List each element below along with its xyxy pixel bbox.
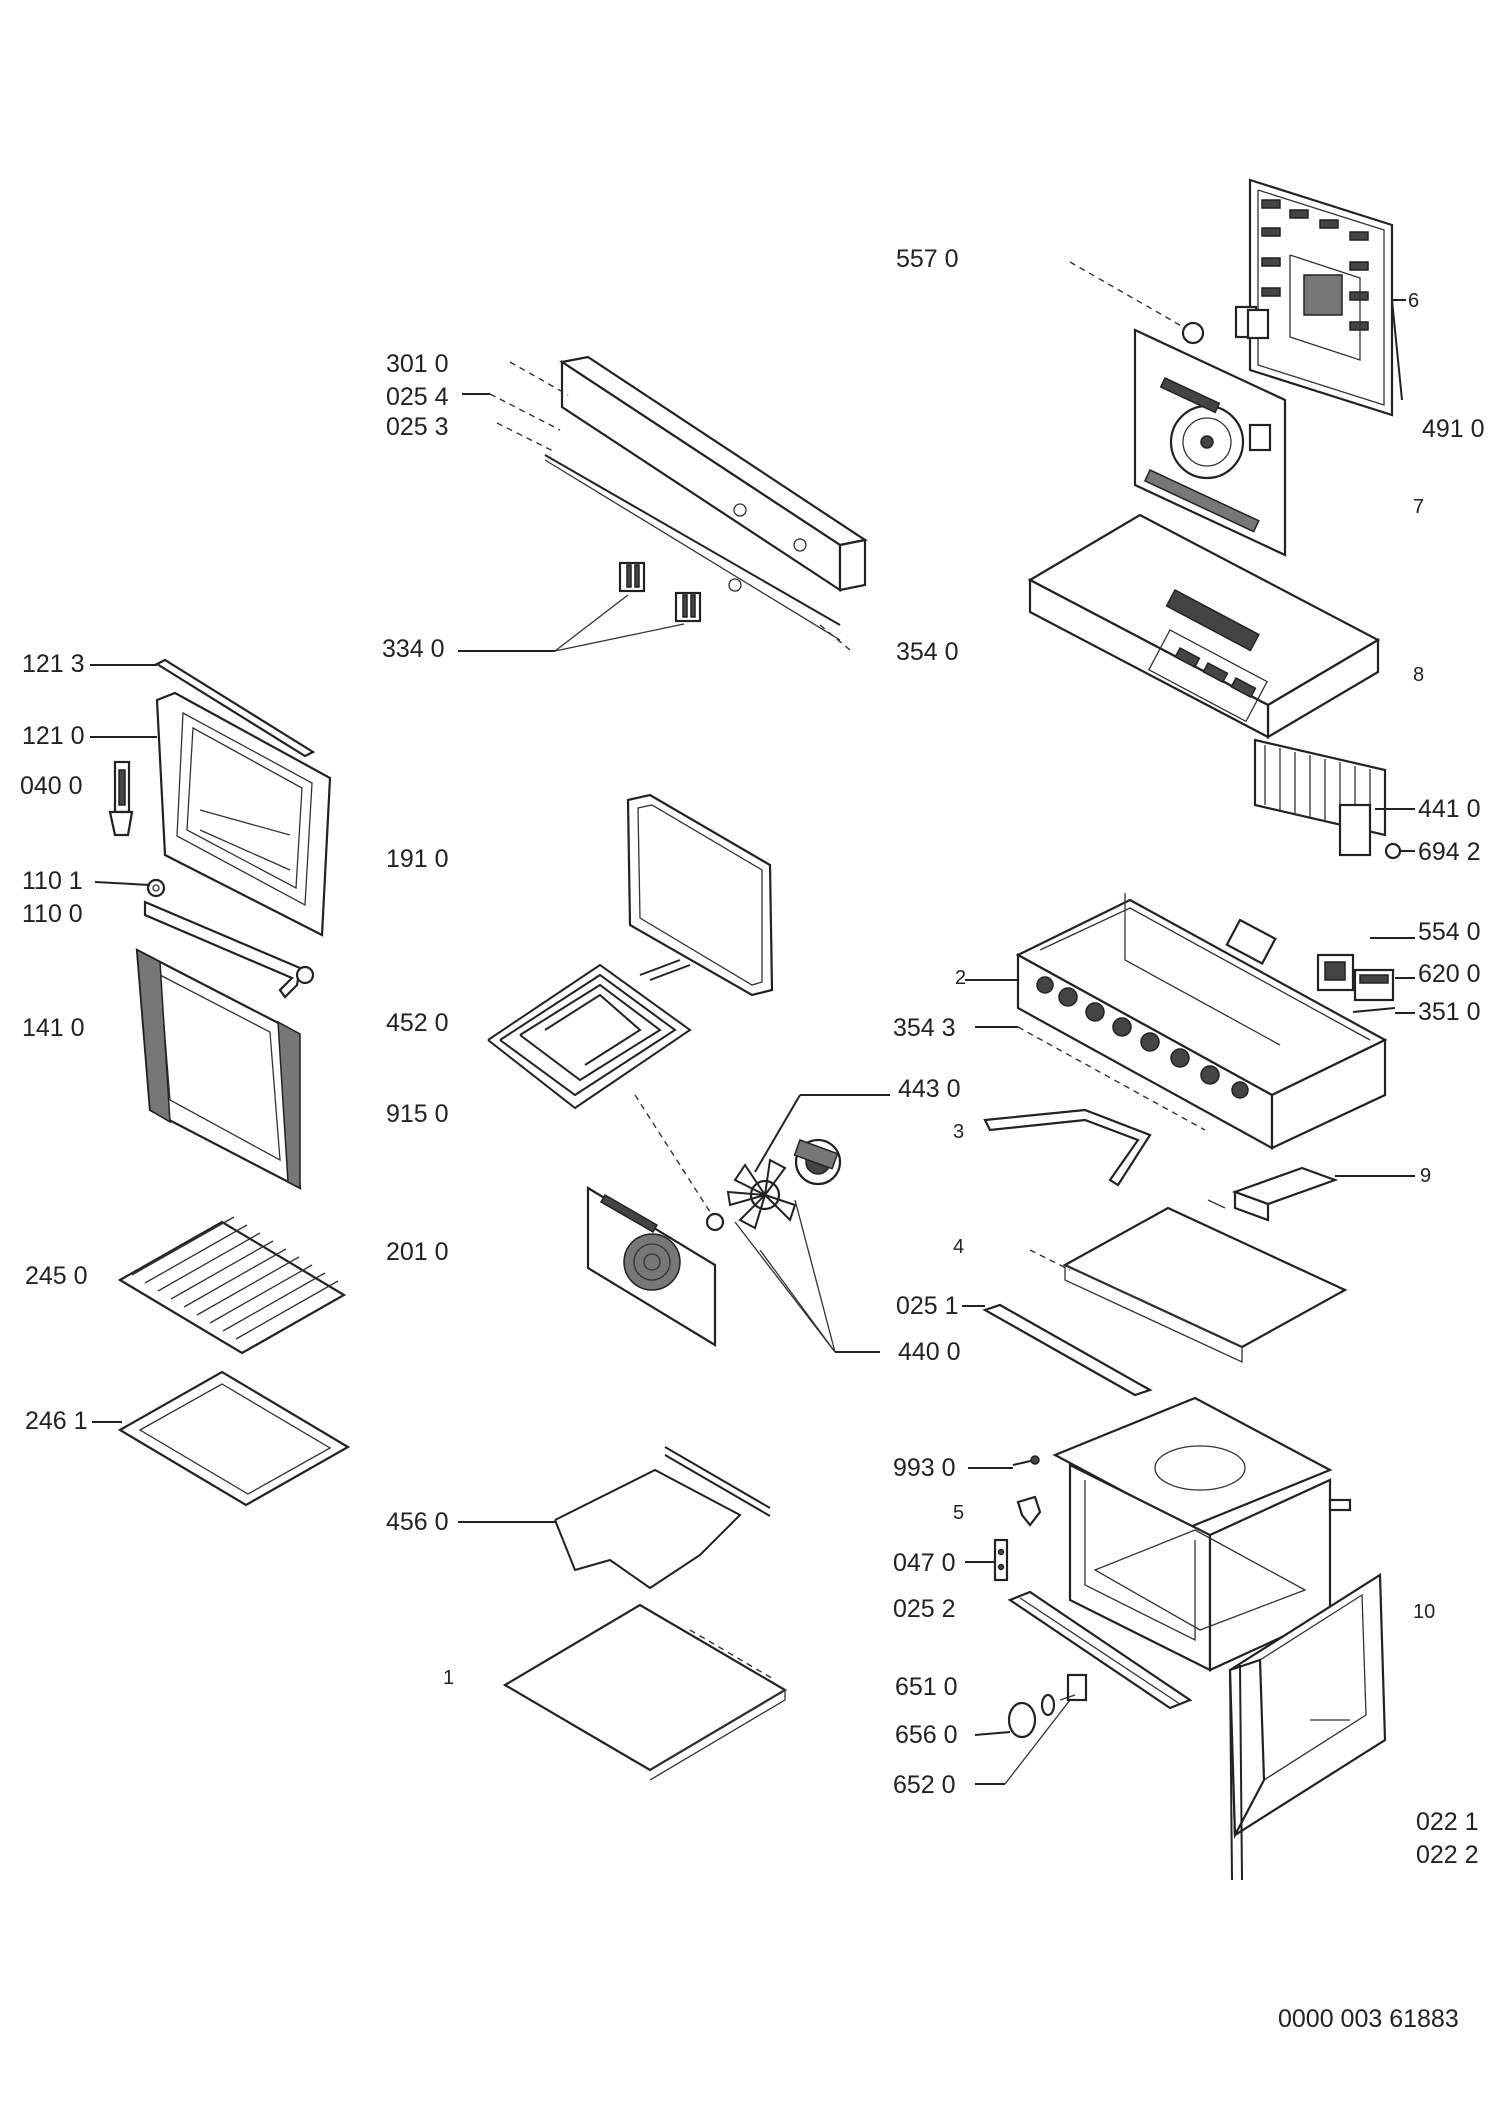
label-4: 4 (953, 1236, 965, 1258)
label-441-0: 441 0 (1418, 795, 1481, 823)
label-351-0: 351 0 (1418, 998, 1481, 1026)
label-993-0: 993 0 (893, 1454, 956, 1482)
front-frame-part (1228, 1573, 1387, 1881)
label-694-2: 694 2 (1418, 838, 1481, 866)
clip-part (1384, 842, 1402, 860)
control-panel-frame-part (1015, 893, 1388, 1150)
label-1: 1 (443, 1667, 455, 1689)
hinge-part (108, 760, 134, 837)
label-656-0: 656 0 (895, 1721, 958, 1749)
label-652-0: 652 0 (893, 1771, 956, 1799)
label-354-3: 354 3 (893, 1014, 956, 1042)
bottom-plate-part (502, 1603, 788, 1781)
label-456-0: 456 0 (386, 1508, 449, 1536)
side-strip-part (983, 1108, 1152, 1187)
label-022-2: 022 2 (1416, 1841, 1479, 1869)
label-121-0: 121 0 (22, 722, 85, 750)
rail-025-1-part (982, 1303, 1153, 1397)
lower-heating-element-part (554, 1446, 771, 1590)
label-557-0: 557 0 (896, 245, 959, 273)
label-443-0: 443 0 (898, 1075, 961, 1103)
bracket-047-part (993, 1538, 1009, 1582)
label-141-0: 141 0 (22, 1014, 85, 1042)
label-246-1: 246 1 (25, 1407, 88, 1435)
handle-part (143, 878, 315, 999)
label-554-0: 554 0 (1418, 918, 1481, 946)
label-651-0: 651 0 (895, 1673, 958, 1701)
label-110-0: 110 0 (22, 900, 83, 928)
wire-rack-part (117, 1216, 347, 1355)
label-334-0: 334 0 (382, 635, 445, 663)
label-025-1: 025 1 (896, 1292, 959, 1320)
screw-part (1012, 1455, 1040, 1466)
fan-blade-part (726, 1158, 797, 1230)
back-wall-part (1133, 328, 1287, 557)
rail-025-2-part (1007, 1590, 1193, 1710)
label-191-0: 191 0 (386, 845, 449, 873)
label-245-0: 245 0 (25, 1262, 88, 1290)
document-number: 0000 003 61883 (1278, 2005, 1459, 2033)
label-915-0: 915 0 (386, 1100, 449, 1128)
switch-part (1316, 953, 1396, 1013)
door-top-strip-part (154, 658, 316, 758)
label-040-0: 040 0 (20, 772, 83, 800)
oven-glass-panel-part (626, 793, 774, 997)
clip-pair-part (618, 561, 702, 623)
rear-panel-part (1248, 178, 1394, 417)
label-440-0: 440 0 (898, 1338, 961, 1366)
label-201-0: 201 0 (386, 1238, 449, 1266)
label-452-0: 452 0 (386, 1009, 449, 1037)
fan-motor-part (793, 1138, 842, 1186)
label-3: 3 (953, 1121, 965, 1143)
grill-element-part (487, 959, 692, 1110)
label-5: 5 (953, 1502, 965, 1524)
label-6: 6 (1408, 290, 1420, 312)
label-110-1: 110 1 (22, 867, 83, 895)
label-301-0: 301 0 (386, 350, 449, 378)
upper-rail-part (544, 355, 868, 641)
baking-tray-part (117, 1370, 351, 1507)
label-025-3: 025 3 (386, 413, 449, 441)
label-9: 9 (1420, 1165, 1432, 1187)
label-047-0: 047 0 (893, 1549, 956, 1577)
label-620-0: 620 0 (1418, 960, 1481, 988)
label-2: 2 (955, 967, 967, 989)
label-121-3: 121 3 (22, 650, 85, 678)
label-10: 10 (1413, 1601, 1436, 1623)
inner-door-frame-part (155, 691, 332, 937)
label-491-0: 491 0 (1422, 415, 1485, 443)
label-025-4: 025 4 (386, 383, 449, 411)
outer-door-glass-part (135, 948, 302, 1190)
fan-cover-part (586, 1186, 717, 1347)
label-7: 7 (1413, 496, 1425, 518)
lamp-part (1007, 1673, 1088, 1739)
nut-part (705, 1212, 725, 1232)
label-022-1: 022 1 (1416, 1808, 1479, 1836)
top-panel-part (1027, 513, 1381, 739)
cover-9-part (1231, 1166, 1339, 1222)
label-025-2: 025 2 (893, 1595, 956, 1623)
clamp-5-part (1016, 1495, 1042, 1527)
label-8: 8 (1413, 664, 1425, 686)
label-354-0: 354 0 (896, 638, 959, 666)
tangential-fan-part (1253, 738, 1387, 857)
thermostat-part (1181, 305, 1270, 345)
bottom-shelf-4-part (1062, 1199, 1348, 1364)
